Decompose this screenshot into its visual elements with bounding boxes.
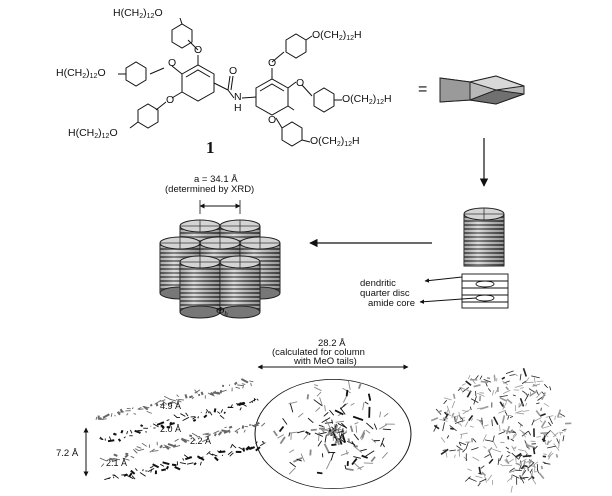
benzyl-ring-6 — [281, 121, 303, 147]
side-view-model — [95, 378, 266, 481]
oxygen-label-2: O — [194, 44, 203, 56]
molecule-structure — [118, 17, 342, 147]
lattice-spacing-label: a = 34.1 Å — [194, 174, 238, 185]
amide-hydrogen-label: H — [234, 102, 242, 114]
space-filling-model — [430, 367, 572, 493]
oxygen-label-5: O — [296, 77, 305, 89]
column-width-label: 28.2 Å — [318, 338, 346, 349]
column-width-note-2: with MeO tails) — [294, 356, 357, 367]
benzyl-ring-2 — [125, 61, 147, 87]
hexagonal-lattice — [159, 219, 281, 319]
carbonyl-oxygen-label: O — [229, 65, 238, 77]
alkoxy-label-3: H(CH2)12O — [68, 127, 118, 141]
benzyl-ring-4 — [285, 33, 307, 59]
distance-label-d: 2.1 Å — [106, 458, 128, 468]
top-view-model — [272, 380, 395, 475]
alkoxy-label-2: H(CH2)12O — [56, 67, 106, 81]
alkoxy-label-5: O(CH2)12H — [342, 93, 392, 107]
lattice-spacing-note: (determined by XRD) — [165, 184, 255, 195]
benzyl-ring-5 — [313, 87, 335, 113]
alkoxy-label-1: H(CH2)12O — [113, 7, 163, 21]
oxygen-label-3: O — [166, 94, 175, 106]
single-column — [463, 207, 505, 267]
benzyl-ring-3 — [137, 103, 159, 129]
lattice-column — [219, 255, 261, 319]
equals-sign: = — [418, 81, 428, 98]
column-cross-section — [254, 379, 412, 489]
distance-label-a: 4.9 Å — [160, 401, 182, 411]
nitrogen-label: N — [234, 91, 242, 103]
oxygen-label-1: O — [168, 57, 177, 69]
dendritic-label: dendritic — [360, 278, 396, 289]
phase-label: Φh — [216, 305, 228, 319]
alkoxy-label-6: O(CH2)12H — [310, 135, 360, 149]
alkoxy-label-4: O(CH2)12H — [312, 29, 362, 43]
lattice-column — [179, 255, 221, 319]
column-width-note-1: (calculated for column — [272, 347, 365, 358]
quarter-disc-shape — [439, 75, 525, 105]
stack-height-label: 7.2 Å — [56, 448, 79, 459]
benzyl-ring-1 — [171, 23, 193, 49]
compound-number: 1 — [206, 138, 215, 157]
amide-core-label: amide core — [368, 298, 415, 309]
quarter-disc-label: quarter disc — [360, 288, 410, 299]
oxygen-label-6: O — [268, 114, 277, 126]
oxygen-label-4: O — [268, 57, 277, 69]
distance-label-c: 2.2 Å — [190, 436, 212, 446]
column-detail — [419, 273, 509, 309]
distance-label-b: 2.0 Å — [160, 424, 182, 434]
